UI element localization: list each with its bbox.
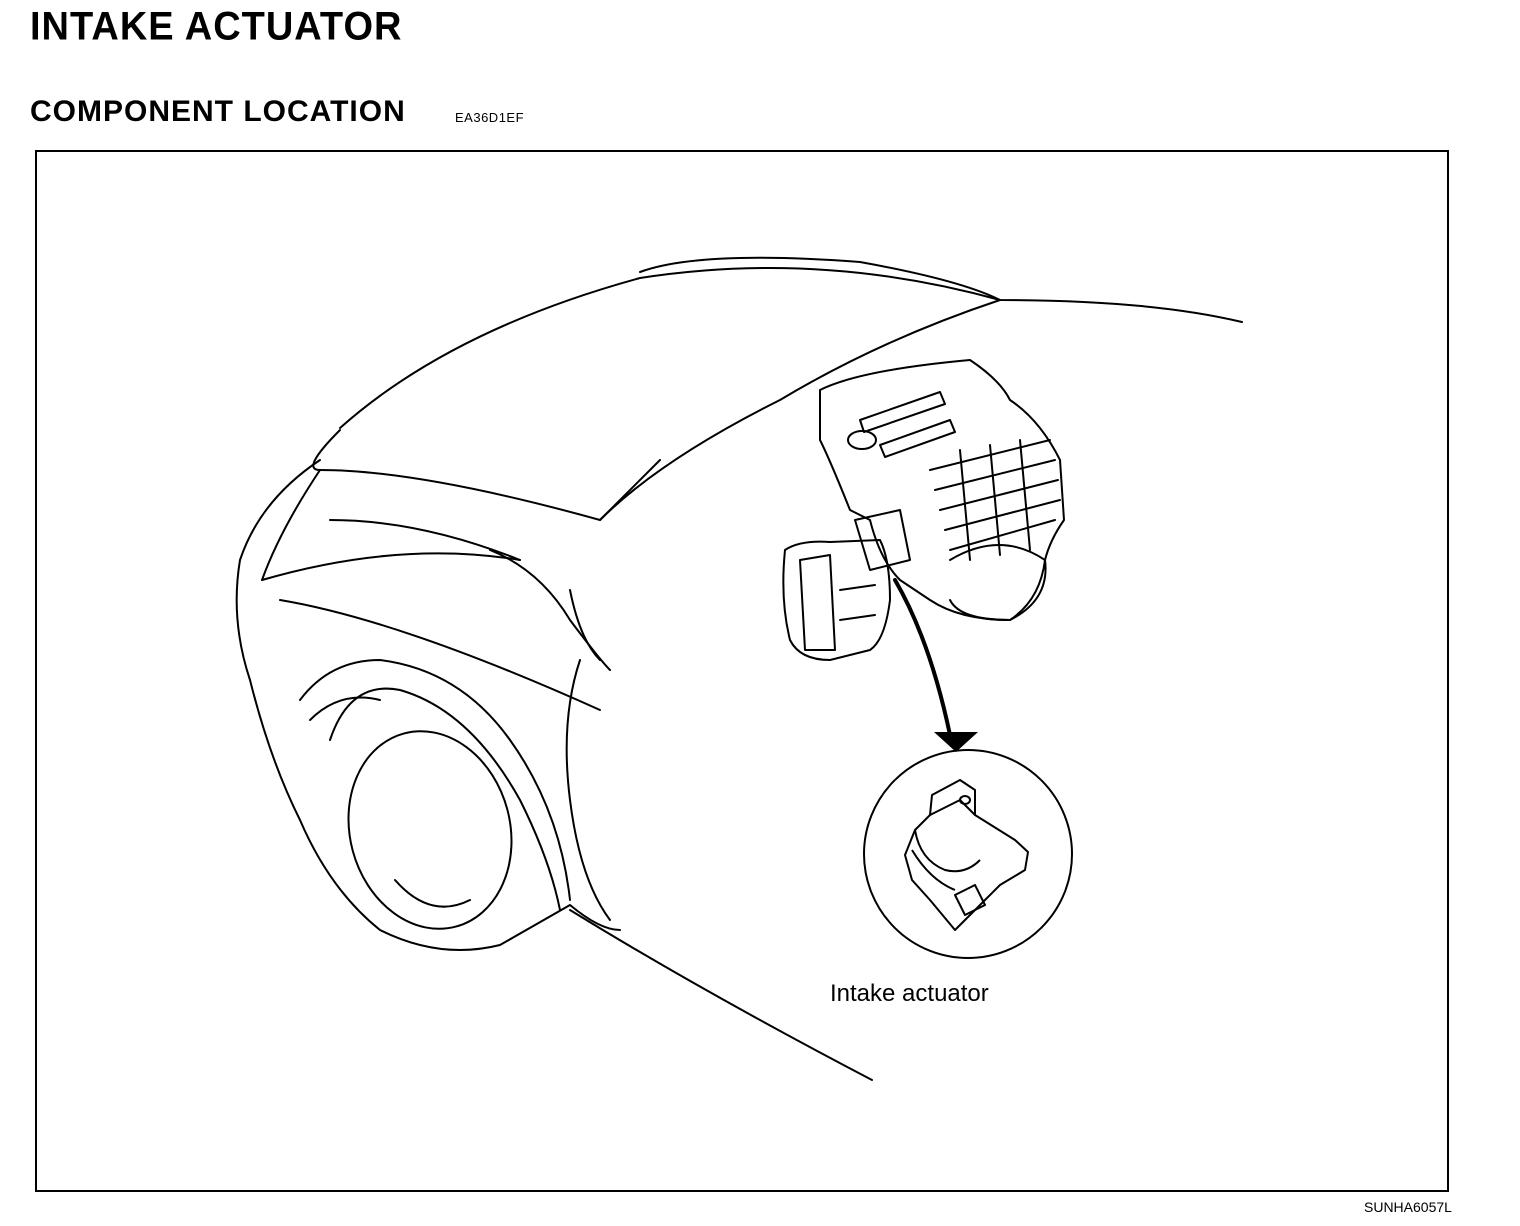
intake-box bbox=[782, 539, 891, 661]
intake-box-detail bbox=[839, 584, 876, 621]
figure-id: SUNHA6057L bbox=[1364, 1199, 1452, 1215]
floor-line bbox=[569, 909, 873, 1081]
dashboard-front-surface bbox=[312, 299, 1001, 521]
intake-actuator-detail bbox=[904, 779, 1029, 931]
side-crease-2 bbox=[261, 552, 521, 581]
page-title: INTAKE ACTUATOR bbox=[30, 4, 403, 50]
wheel-inner-arc bbox=[394, 879, 471, 908]
component-location-illustration bbox=[235, 256, 1243, 1081]
body-side-outline bbox=[235, 459, 621, 951]
wheel-arch-lip bbox=[309, 696, 381, 721]
leader-arrow-head bbox=[934, 732, 978, 752]
wheel bbox=[347, 730, 513, 930]
leader-arrow-shaft bbox=[893, 578, 952, 737]
hvac-port bbox=[847, 430, 877, 450]
callout-label-intake-actuator: Intake actuator bbox=[830, 980, 989, 1007]
wheel-arch-inner bbox=[329, 687, 561, 911]
hvac-slot-2 bbox=[879, 419, 956, 458]
dashboard-top-outline bbox=[639, 256, 1243, 323]
door-curve bbox=[569, 589, 601, 661]
dashboard-upper-edge bbox=[339, 266, 1001, 429]
hvac-ribs-v bbox=[959, 439, 1031, 561]
vent-line bbox=[599, 459, 661, 521]
rocker-line bbox=[565, 659, 611, 921]
side-crease-5 bbox=[489, 549, 611, 671]
actuator-on-unit bbox=[854, 509, 911, 571]
wheel-arch-outer bbox=[299, 659, 571, 901]
section-subtitle: COMPONENT LOCATION bbox=[30, 95, 406, 128]
side-crease-1 bbox=[261, 469, 321, 581]
side-crease-4 bbox=[279, 599, 601, 711]
hvac-slot-1 bbox=[859, 391, 946, 433]
section-code: EA36D1EF bbox=[455, 110, 525, 125]
blower-housing bbox=[949, 544, 1047, 621]
side-crease-3 bbox=[329, 519, 521, 561]
figure-frame bbox=[35, 150, 1449, 1192]
intake-box-inner bbox=[799, 554, 836, 651]
detail-circle bbox=[863, 749, 1073, 959]
